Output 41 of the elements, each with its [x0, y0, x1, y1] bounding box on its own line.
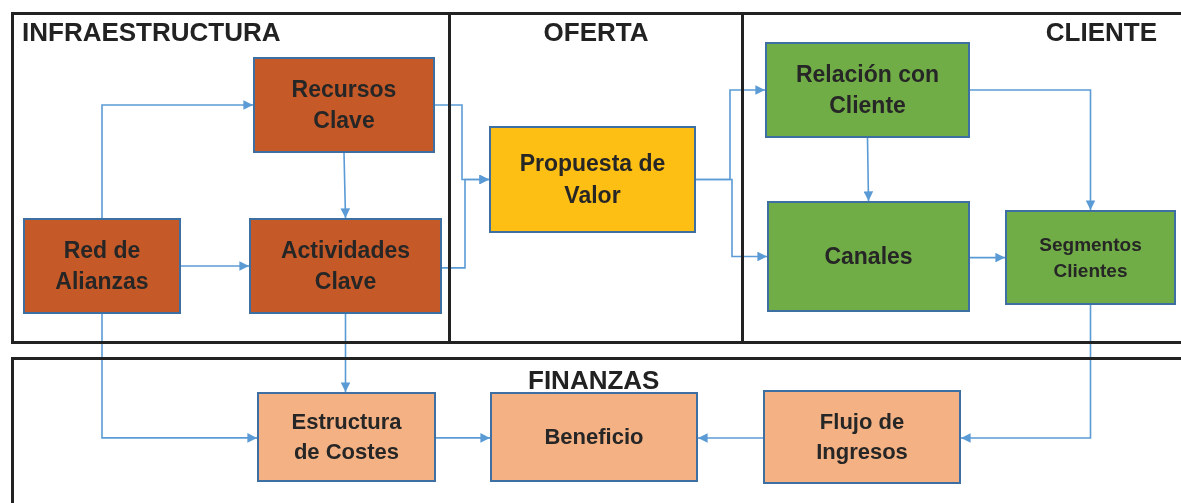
- section-panel: [448, 12, 744, 344]
- process-box: [249, 218, 442, 314]
- process-box: [767, 201, 970, 312]
- arrow: [340, 313, 351, 393]
- box-label: Estructura de Costes: [290, 408, 403, 466]
- process-box: [253, 57, 435, 153]
- arrow: [180, 261, 250, 271]
- section-heading: CLIENTE: [1045, 17, 1157, 48]
- process-box: [23, 218, 181, 314]
- box-label: Canales: [824, 241, 913, 271]
- section-heading: INFRAESTRUCTURA: [22, 17, 281, 48]
- arrow: [697, 433, 764, 443]
- box-label: Propuesta de Valor: [518, 149, 667, 210]
- box-label: Flujo de Ingresos: [815, 408, 909, 466]
- box-label: Recursos Clave: [290, 74, 398, 135]
- arrow: [863, 137, 874, 202]
- arrow: [695, 178, 768, 262]
- process-box: [489, 126, 696, 233]
- arrow: [441, 174, 490, 269]
- arrow: [960, 304, 1092, 443]
- box-label: Red de Alianzas: [54, 235, 150, 296]
- arrow: [340, 152, 351, 219]
- process-box: [1005, 210, 1176, 305]
- section-heading: FINANZAS: [528, 365, 660, 396]
- process-box: [763, 390, 961, 484]
- arrow: [969, 252, 1006, 263]
- process-box: [257, 392, 436, 482]
- arrow: [101, 313, 258, 443]
- box-label: Actividades Clave: [279, 235, 412, 296]
- box-label: Relación con Cliente: [794, 59, 941, 120]
- section-heading: OFERTA: [543, 17, 649, 48]
- process-box: [490, 392, 698, 482]
- section-panel: [741, 12, 1181, 344]
- section-panel: [11, 357, 1181, 503]
- box-label: Beneficio: [544, 423, 644, 452]
- box-label: Segmentos Clientes: [1038, 232, 1143, 283]
- arrow: [969, 89, 1096, 211]
- section-panel: [11, 12, 451, 344]
- process-box: [765, 42, 970, 138]
- arrow: [435, 433, 491, 443]
- arrow: [101, 100, 254, 219]
